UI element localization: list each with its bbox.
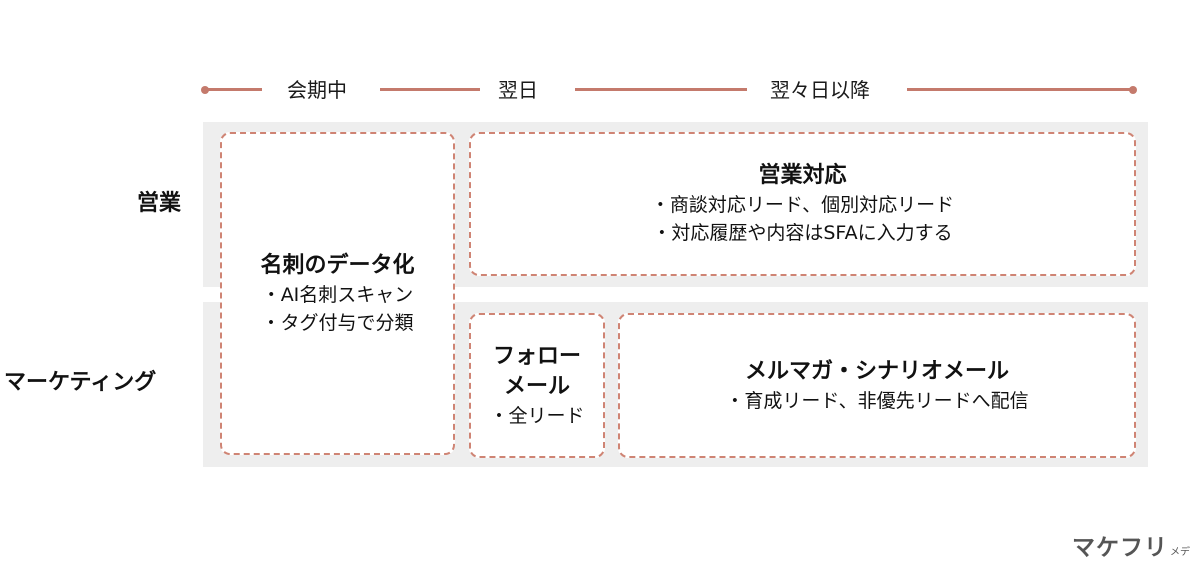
box-item: ・育成リード、非優先リードへ配信 [725,389,1029,412]
timeline-segment [907,88,1133,91]
timeline-label-during: 会期中 [287,78,347,102]
timeline-segment [575,88,747,91]
box-item: ・対応履歴や内容はSFAに入力する [652,222,953,244]
timeline-end-dot [1129,86,1137,94]
box-item: ・タグ付与で分類 [261,311,414,334]
box-title: メルマガ・シナリオメール [744,358,1009,384]
box-item: ・商談対応リード、個別対応リード [650,194,955,216]
box-item: ・AI名刺スキャン [261,283,414,306]
row-label-marketing: マーケティング [4,370,157,395]
logo-sub: メディア [1170,547,1190,558]
box-sales-response: 営業対応 ・商談対応リード、個別対応リード ・対応履歴や内容はSFAに入力する [469,132,1136,276]
box-item: ・全リード [489,404,585,427]
brand-logo: マケフリメディア [1072,528,1190,562]
logo-main: マケフリ [1072,535,1168,561]
box-card-digitization: 名刺のデータ化 ・AI名刺スキャン ・タグ付与で分類 [220,132,455,455]
timeline-label-after: 翌々日以降 [770,78,870,102]
box-newsletter: メルマガ・シナリオメール ・育成リード、非優先リードへ配信 [618,313,1136,458]
box-title: フォロー [492,343,581,369]
box-title: 名刺のデータ化 [260,252,415,278]
timeline-segment [380,88,480,91]
timeline-label-next-day: 翌日 [498,78,538,102]
box-follow-mail: フォロー メール ・全リード [469,313,605,458]
box-title: メール [503,373,570,399]
box-title: 営業対応 [758,163,847,188]
timeline-segment [205,88,262,91]
row-label-sales: 営業 [137,191,182,216]
